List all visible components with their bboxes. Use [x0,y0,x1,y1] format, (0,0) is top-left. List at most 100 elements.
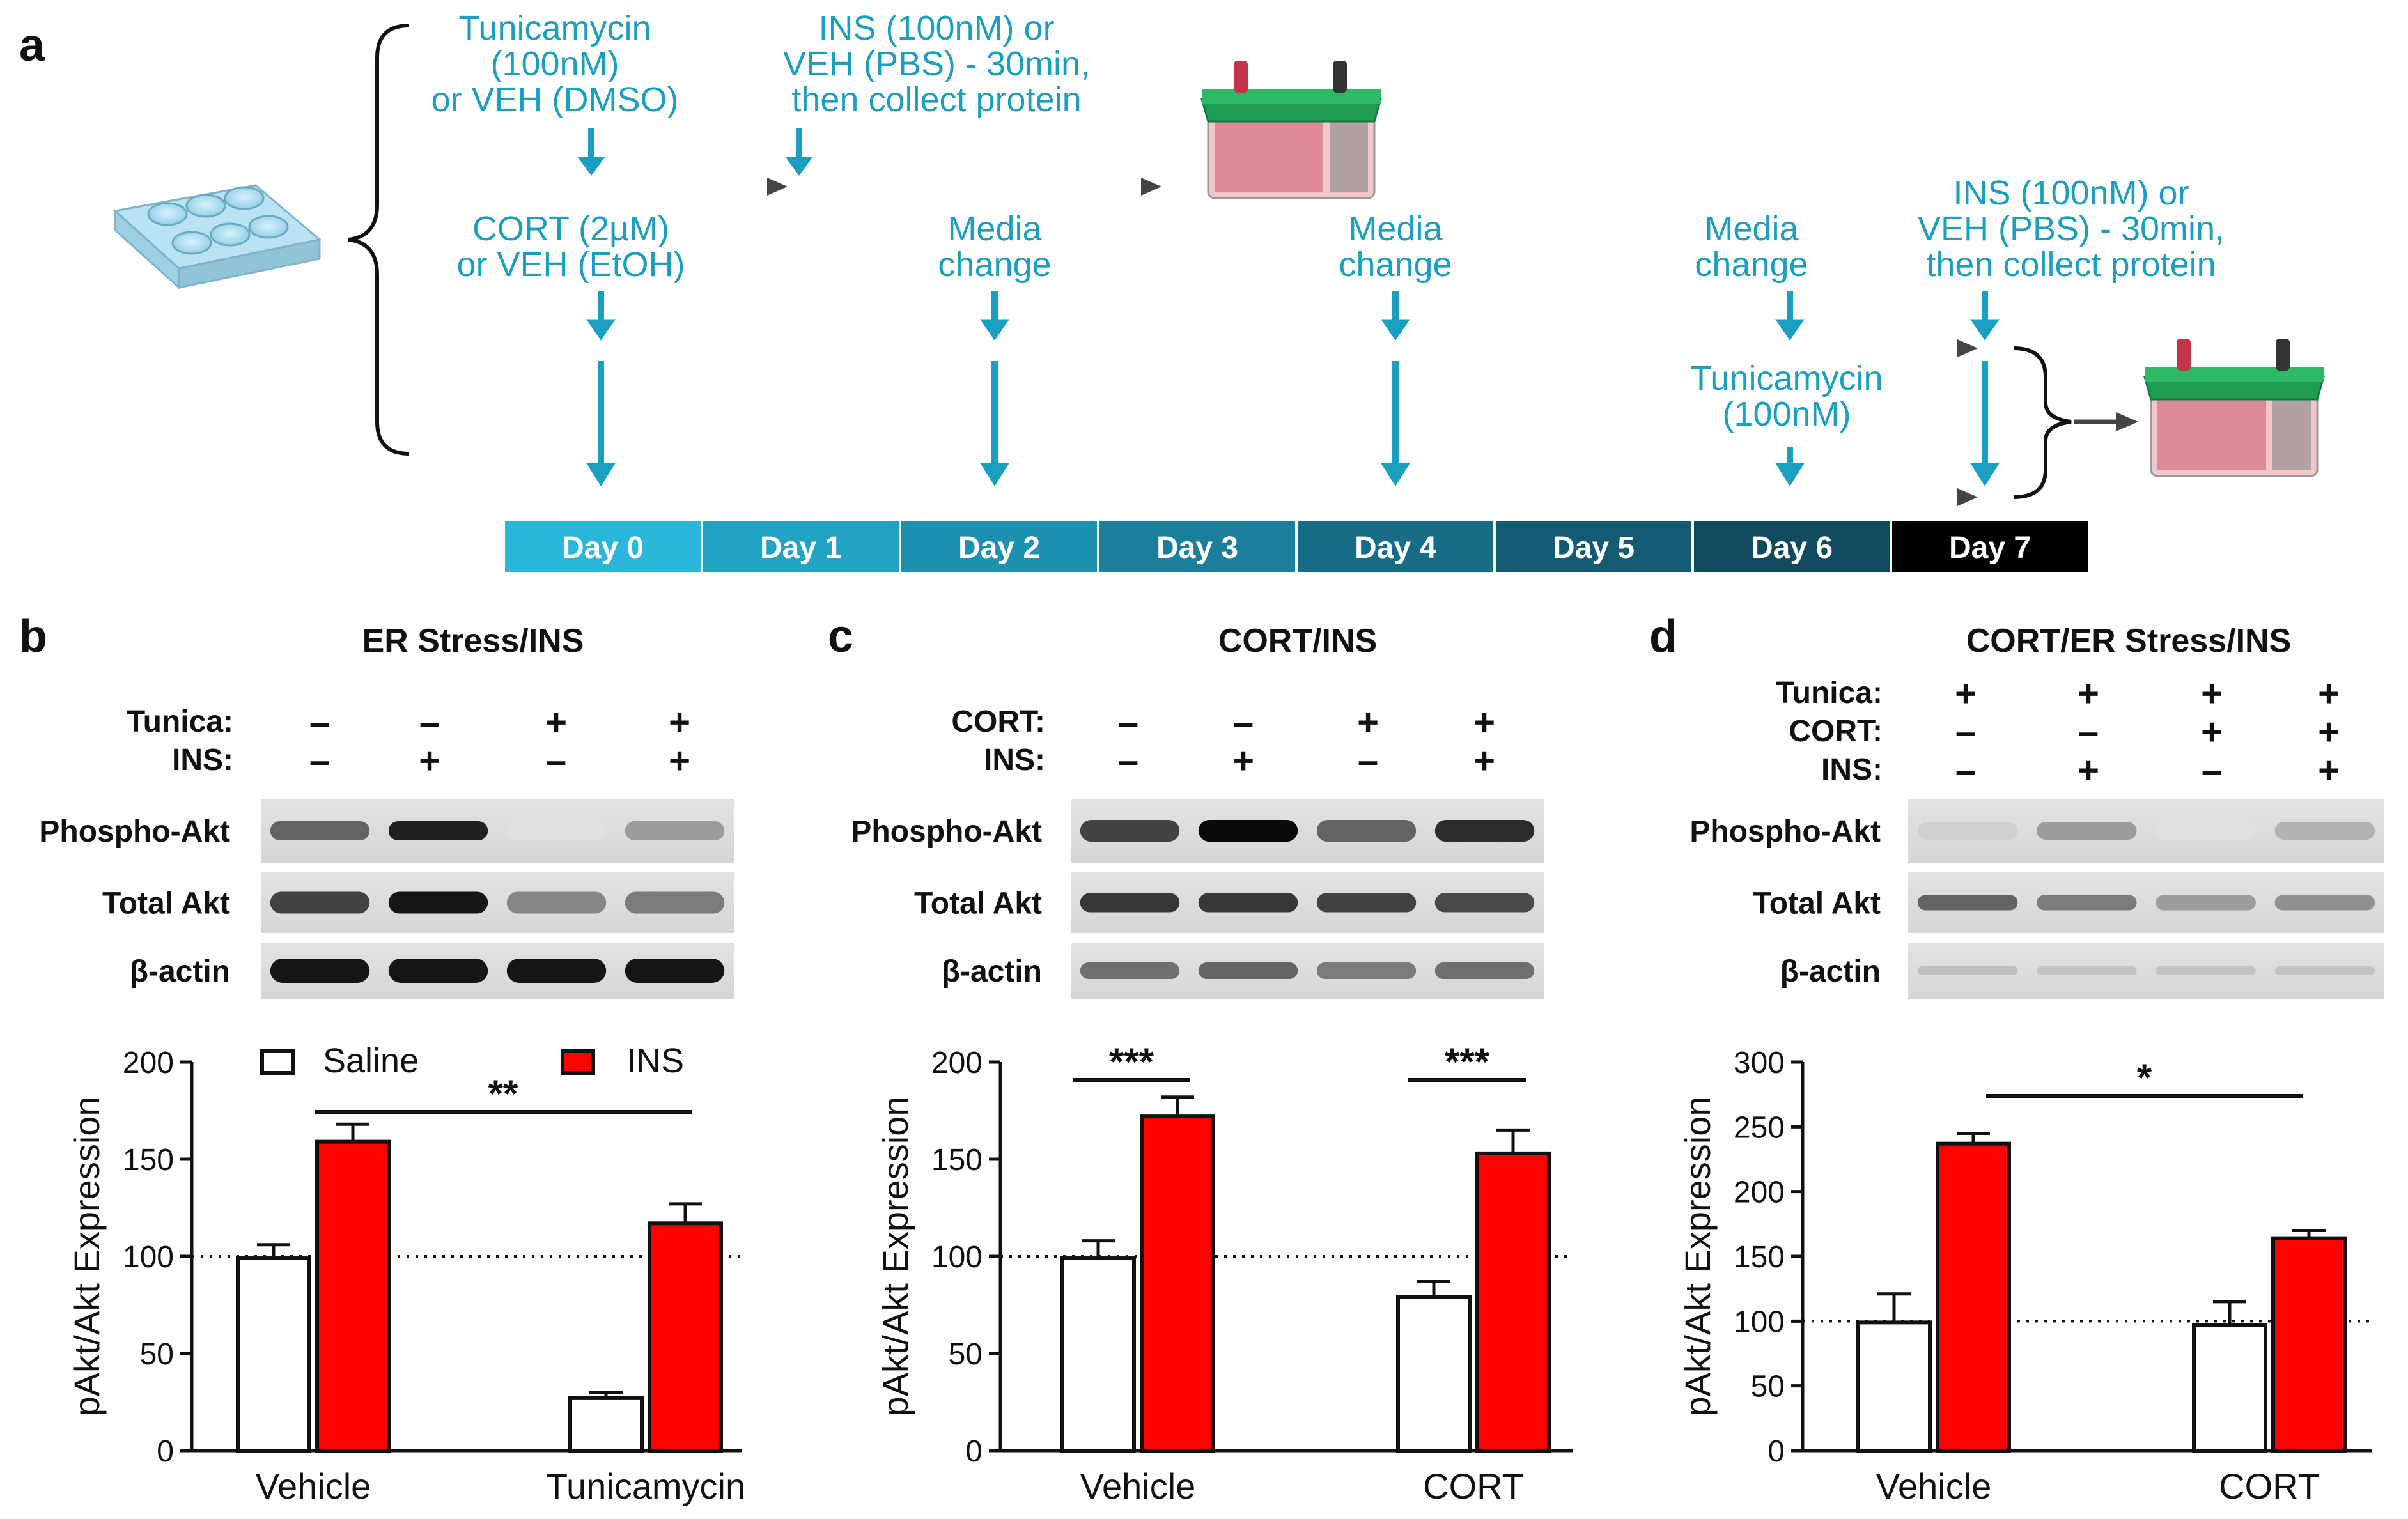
day-cell [1099,521,1295,572]
bottom-insulin-label: INS (100nM) or VEH (PBS) - 30min, then c… [1918,174,2225,284]
blot-band [1316,893,1417,913]
condition-sign: – [1233,702,1254,743]
y-tick-label: 50 [949,1338,983,1371]
blot-band [1316,962,1417,979]
svg-text:INS (100nM) or: INS (100nM) or [818,9,1054,47]
left-brace [348,24,410,456]
panel-title: CORT/ER Stress/INS [1966,622,2292,659]
blot-band [2274,966,2375,975]
condition-label: INS: [1821,753,1883,787]
blot-band [2037,895,2137,911]
blot-band [2274,822,2375,840]
bar [1936,1141,2011,1453]
condition-sign: – [1955,711,1976,753]
svg-text:then collect protein: then collect protein [1926,245,2216,284]
electrophoresis-tank-icon [1200,61,1382,199]
top-insulin-label: INS (100nM) or VEH (PBS) - 30min, then c… [783,9,1090,119]
blot-band [388,891,488,914]
day-label: Day 0 [562,531,644,565]
svg-text:(100nM): (100nM) [1722,395,1851,433]
significance-label: * [2137,1056,2152,1099]
media-change-label-day4: Media change [1339,210,1452,284]
blot-band [2156,966,2256,975]
blot-band [1434,820,1535,842]
legend-label-saline: Saline [323,1042,419,1080]
day-cell [1496,521,1691,572]
x-category-label: CORT [2219,1466,2320,1506]
bar [236,1256,311,1453]
svg-text:Media: Media [947,210,1042,248]
svg-text:Media: Media [1704,210,1799,248]
x-category-label: Vehicle [1876,1466,1992,1506]
blot-band [270,891,370,914]
day-label: Day 6 [1751,531,1833,565]
condition-sign: + [2201,673,2223,714]
media-change-label-day6: Media change [1695,210,1808,284]
condition-label: Tunica: [127,705,233,739]
blot-band [1434,893,1535,913]
blot-band [388,821,488,840]
condition-label: CORT: [951,705,1045,739]
blot-band [2274,895,2375,911]
day-cell [901,521,1097,572]
svg-text:INS (100nM) or: INS (100nM) or [1953,174,2189,212]
condition-sign: + [1232,740,1254,782]
blot-label: Total Akt [1753,887,1881,921]
tunicamycin-day6-label: Tunicamycin (100nM) [1690,359,1883,433]
blot-band [2037,822,2137,840]
svg-text:Media: Media [1348,210,1443,248]
panel-d-letter: d [1649,611,1677,662]
x-category-label: Vehicle [1080,1466,1196,1506]
condition-sign: – [1955,750,1976,791]
svg-text:or VEH (DMSO): or VEH (DMSO) [431,81,678,119]
bar [648,1221,723,1453]
condition-label: CORT: [1789,714,1883,748]
condition-label: INS: [984,743,1045,777]
condition-sign: – [1118,702,1138,743]
y-tick-label: 150 [931,1143,983,1177]
legend-swatch-saline [260,1049,295,1075]
y-tick-label: 100 [123,1240,174,1274]
condition-sign: + [669,740,690,782]
blot-band [625,959,725,983]
condition-sign: – [1358,740,1378,782]
y-tick-label: 200 [1734,1176,1785,1210]
condition-sign: + [2318,711,2340,753]
blot-band [506,891,607,914]
top-down-arrows [577,128,813,176]
blot-band [1917,895,2018,911]
legend-label-ins: INS [626,1042,684,1080]
y-tick-label: 0 [965,1435,983,1469]
blot-label: β-actin [942,955,1042,989]
y-tick-label: 100 [1734,1305,1785,1339]
y-tick-label: 100 [931,1240,983,1274]
blot-band [506,959,607,983]
condition-sign: + [1357,702,1379,743]
bar [568,1396,644,1453]
blot-band [625,891,725,914]
day-cell [703,521,899,572]
svg-text:VEH (PBS) - 30min,: VEH (PBS) - 30min, [783,45,1090,83]
condition-sign: + [419,740,440,782]
svg-text:Tunicamycin: Tunicamycin [1690,359,1883,397]
y-axis-label: pAkt/Akt Expression [875,1096,915,1416]
condition-sign: + [2318,750,2340,791]
day-label: Day 3 [1156,531,1238,565]
y-tick-label: 150 [1734,1240,1785,1274]
blot-band [1198,820,1298,842]
blot-label: Phospho-Akt [39,815,230,849]
condition-label: INS: [172,743,233,777]
condition-sign: + [2078,750,2099,791]
condition-sign: + [2078,673,2099,714]
blot-band [1917,966,2018,975]
blot-band [1080,820,1180,842]
y-axis-label: pAkt/Akt Expression [66,1096,107,1416]
legend-swatch-ins [561,1049,595,1075]
condition-sign: + [1955,673,1977,714]
bar [1060,1256,1136,1453]
blot-band [270,959,370,983]
y-tick-label: 200 [931,1046,983,1080]
panel-c-letter: c [828,611,853,662]
condition-sign: – [419,702,440,743]
